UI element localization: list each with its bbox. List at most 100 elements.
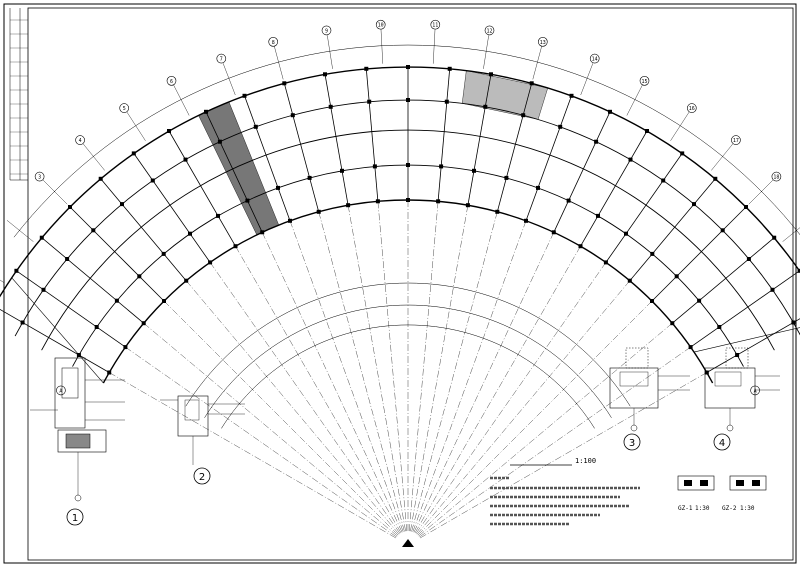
grid-leader — [126, 112, 146, 141]
grid-leader — [748, 179, 774, 205]
column — [161, 251, 166, 256]
column — [558, 124, 563, 129]
column — [114, 298, 119, 303]
title-strip — [9, 8, 28, 181]
grid-bubble — [771, 171, 782, 182]
radial-beam — [467, 74, 492, 206]
grid-bubble — [321, 25, 332, 36]
column — [290, 113, 295, 118]
radial-beam — [629, 178, 716, 281]
axis-line — [377, 201, 407, 532]
column — [307, 175, 312, 180]
grid-bubble-label: 11 — [432, 23, 438, 29]
outer-dimension-arc — [13, 44, 800, 238]
column — [346, 203, 351, 208]
column — [372, 164, 377, 169]
axis-line — [143, 323, 398, 537]
column — [536, 185, 540, 190]
grid-leader — [327, 35, 333, 69]
column-section-gz2: GZ-2 1:30 — [722, 475, 767, 512]
center-point — [402, 539, 414, 547]
column — [688, 345, 693, 350]
column — [569, 93, 574, 98]
column — [98, 176, 103, 181]
column — [375, 199, 380, 204]
axis-line — [414, 246, 581, 533]
column — [529, 81, 534, 86]
column — [137, 274, 142, 279]
grid-leader — [433, 29, 436, 64]
detail-4-section — [704, 347, 780, 432]
column — [444, 99, 449, 104]
axis-line — [412, 220, 527, 532]
column — [608, 109, 612, 114]
axis-line — [235, 246, 402, 533]
column — [650, 299, 654, 303]
column — [447, 66, 452, 71]
axis-line — [409, 201, 439, 532]
column — [680, 151, 685, 156]
general-notes — [490, 476, 640, 526]
column — [770, 287, 775, 292]
grid-bubble — [537, 36, 548, 47]
grid-bubble — [166, 76, 177, 86]
grid-bubble — [34, 171, 45, 182]
column — [20, 320, 25, 325]
axis-line — [125, 346, 397, 538]
column — [208, 260, 213, 265]
grid-leader — [483, 35, 489, 69]
column — [39, 235, 44, 240]
radial-beam — [437, 68, 451, 202]
grid-bubble-label: 9 — [325, 28, 328, 34]
column — [245, 198, 250, 203]
column — [41, 287, 46, 292]
column — [204, 109, 208, 114]
gz2-label: GZ-2 — [722, 505, 737, 512]
detail-3-section — [609, 347, 690, 432]
grid-bubble — [484, 25, 495, 36]
radial-beam — [16, 270, 126, 348]
grid-bubble — [216, 53, 227, 64]
radial-beam — [324, 74, 349, 206]
grid-bubble-label: 10 — [378, 23, 384, 29]
radial-beam — [244, 95, 291, 221]
grid-bubble-label: 8 — [272, 40, 275, 46]
grid-bubble — [268, 36, 279, 47]
axis-line — [109, 372, 396, 539]
grid-bubble-label: 5 — [123, 106, 126, 112]
column — [439, 164, 444, 169]
grid-bubble-label: 13 — [540, 40, 546, 46]
radial-beam — [496, 83, 533, 212]
column — [628, 157, 633, 162]
grid-leader — [42, 179, 68, 205]
gz1-scale: 1:30 — [695, 505, 710, 512]
column — [465, 203, 470, 208]
detail-1-section — [30, 357, 125, 502]
dimension-arc — [221, 324, 595, 429]
column — [162, 299, 166, 303]
grid-leader — [626, 85, 643, 116]
column — [184, 278, 189, 283]
radial-beam — [283, 83, 320, 212]
column — [364, 66, 369, 71]
column — [340, 168, 344, 173]
radial-beam — [672, 237, 775, 324]
detail-3-label: 3 — [629, 438, 635, 449]
axis-line — [163, 300, 399, 536]
column — [746, 257, 751, 261]
grid-bubble-label: 15 — [641, 79, 647, 85]
column — [735, 353, 740, 357]
column — [217, 139, 222, 144]
column — [68, 205, 72, 209]
column — [596, 213, 600, 218]
ring-bubble-left — [56, 385, 66, 396]
grid-bubble — [375, 19, 386, 30]
axis-line — [418, 323, 673, 537]
column — [65, 257, 70, 261]
column — [367, 99, 372, 104]
plan-scale-text: 1:100 — [575, 457, 596, 465]
grid-leader — [274, 46, 284, 80]
column — [260, 230, 265, 235]
column — [624, 231, 628, 236]
